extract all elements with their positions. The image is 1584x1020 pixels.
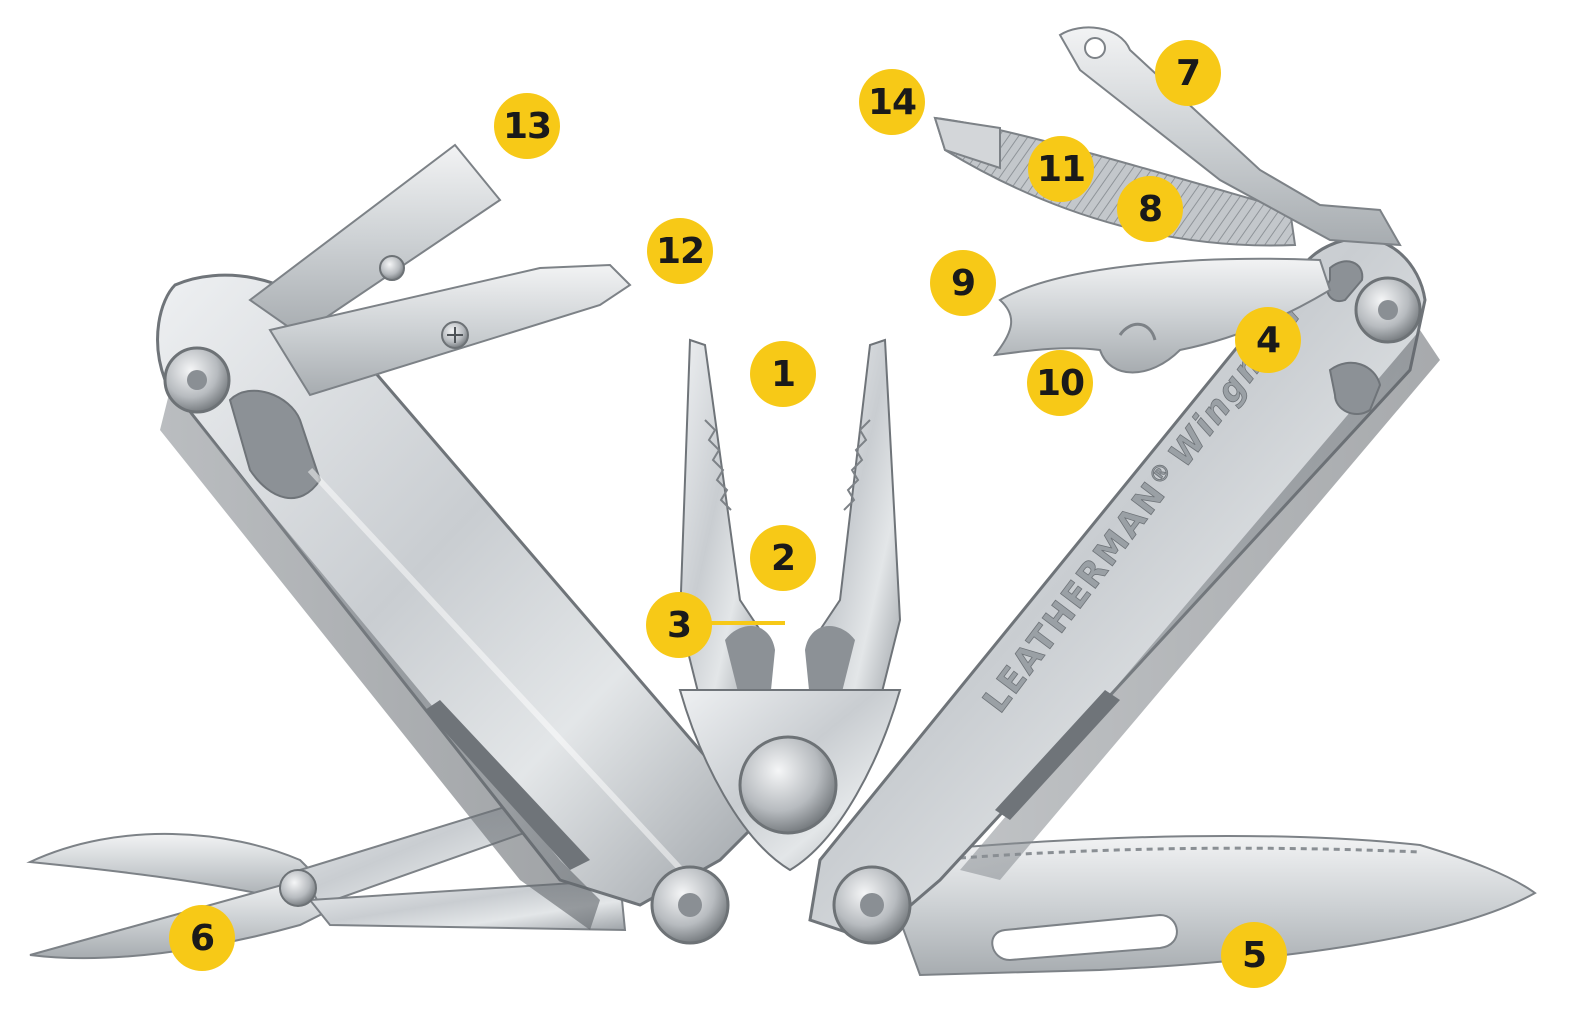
callout-4: 4: [1235, 307, 1301, 373]
callout-12: 12: [647, 218, 713, 284]
callout-6: 6: [169, 905, 235, 971]
callout-13: 13: [494, 93, 560, 159]
callout-8: 8: [1117, 176, 1183, 242]
callout-11: 11: [1028, 136, 1094, 202]
callout-3: 3: [646, 592, 712, 658]
callout-9: 9: [930, 250, 996, 316]
callout-2: 2: [750, 525, 816, 591]
callout-5: 5: [1221, 922, 1287, 988]
callout-7: 7: [1155, 40, 1221, 106]
callout-10: 10: [1027, 350, 1093, 416]
callout-14: 14: [859, 69, 925, 135]
callout-1: 1: [750, 341, 816, 407]
